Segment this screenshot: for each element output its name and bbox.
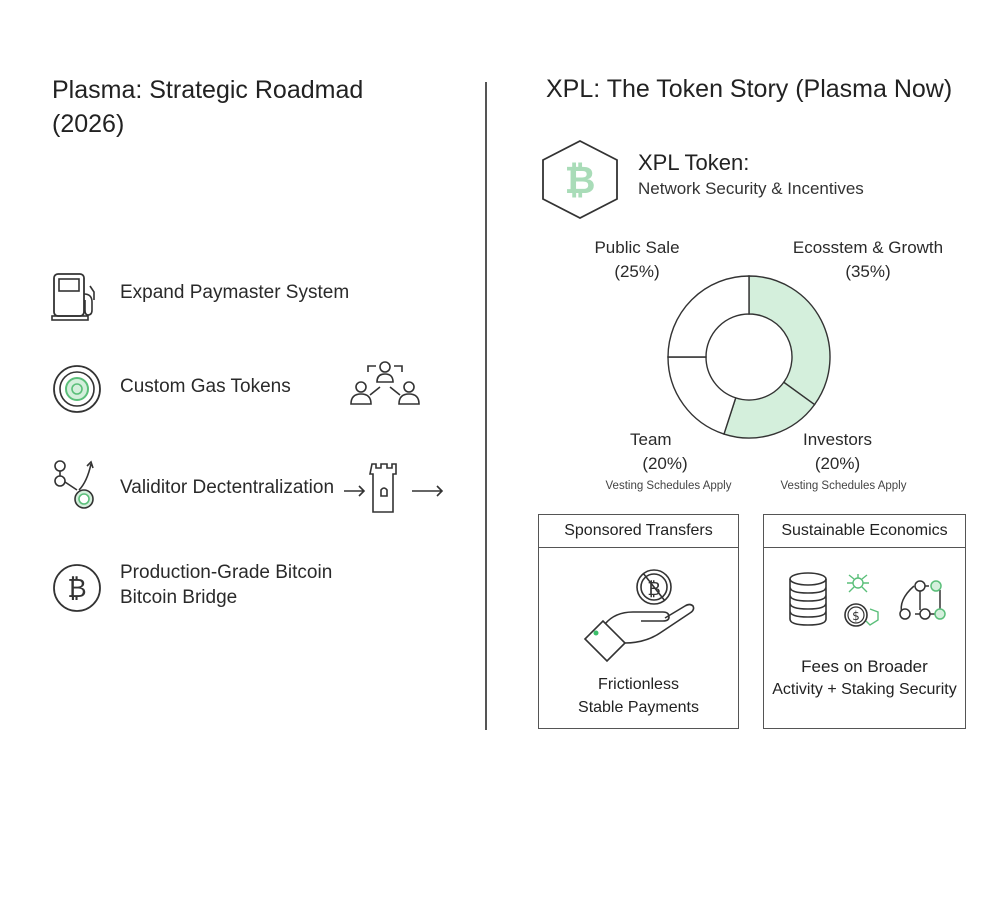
roadmap-title-line2: (2026) xyxy=(52,110,125,138)
sponsored-line2: Stable Payments xyxy=(578,699,699,716)
roadmap-item-validator: Validitor Dectentralization xyxy=(120,477,335,498)
investors-pct: (20%) xyxy=(814,454,861,473)
ecosystem-pct: (35%) xyxy=(845,262,891,281)
donut-slice-team xyxy=(667,356,737,435)
hexagon-bitcoin-icon: ₿ xyxy=(542,139,618,220)
sponsored-transfers-card: Sponsored Transfers ₿ Frictionless Stabl… xyxy=(538,514,739,729)
label-investors: Investors (20%) xyxy=(790,428,885,476)
node-network-icon xyxy=(54,460,94,509)
network-dollar-icon: $ xyxy=(844,574,879,627)
svg-text:₿: ₿ xyxy=(647,579,660,600)
label-public-sale: Public Sale (25%) xyxy=(577,236,697,284)
investors-name: Investors xyxy=(803,430,872,449)
bitcoin-bridge-line2: Bitcoin Bridge xyxy=(120,587,238,608)
sponsored-transfers-text: Frictionless Stable Payments xyxy=(539,673,738,719)
svg-text:₿: ₿ xyxy=(565,158,596,202)
roadmap-item-paymaster: Expand Paymaster System xyxy=(120,282,350,303)
team-pct: (20%) xyxy=(642,454,688,473)
roadmap-title: Plasma: Strategic Roadmad (2026) xyxy=(52,73,363,141)
public-sale-name: Public Sale xyxy=(594,238,680,257)
roadmap-title-line1: Plasma: Strategic Roadmad xyxy=(52,76,364,104)
section-divider xyxy=(485,82,487,730)
hand-no-bitcoin-icon: ₿ xyxy=(583,569,695,663)
vesting-note-investors: Vesting Schedules Apply xyxy=(780,480,907,492)
arrow-tower-arrow-icon xyxy=(344,463,444,513)
sponsored-transfers-header: Sponsored Transfers xyxy=(539,515,738,548)
ecosystem-name: Ecosstem & Growth xyxy=(792,238,944,257)
svg-text:₿: ₿ xyxy=(67,574,86,604)
bitcoin-icon: ₿ xyxy=(53,564,101,612)
people-network-icon xyxy=(350,361,420,405)
token-story-title: XPL: The Token Story (Plasma Now) xyxy=(546,75,953,103)
donut-slice-public-sale xyxy=(667,275,750,358)
target-token-icon xyxy=(53,365,101,413)
bitcoin-bridge-line1: Production-Grade Bitcoin xyxy=(120,562,333,583)
sustainable-economics-card: Sustainable Economics $ Fees on Broader … xyxy=(763,514,966,729)
label-team: Team (20%) xyxy=(610,428,700,476)
team-name: Team xyxy=(630,430,672,449)
public-sale-pct: (25%) xyxy=(614,262,660,281)
fuel-pump-icon xyxy=(51,273,95,321)
vesting-note-team: Vesting Schedules Apply xyxy=(605,480,732,492)
roadmap-item-bitcoin-bridge: Production-Grade Bitcoin Bitcoin Bridge xyxy=(120,560,332,610)
node-graph-icon xyxy=(899,580,946,620)
roadmap-item-gas-tokens: Custom Gas Tokens xyxy=(120,376,291,397)
sustainable-economics-text: Fees on Broader Activity + Staking Secur… xyxy=(764,655,965,701)
coin-stack-icon xyxy=(789,572,827,626)
svg-text:$: $ xyxy=(852,609,860,623)
allocation-donut-chart xyxy=(667,275,831,439)
donut-slice-ecosstem-growth xyxy=(748,275,831,406)
economics-line2: Activity + Staking Security xyxy=(772,681,957,698)
sustainable-economics-header: Sustainable Economics xyxy=(764,515,965,548)
economics-line1: Fees on Broader xyxy=(801,657,928,676)
token-subtitle: Network Security & Incentives xyxy=(638,179,864,198)
label-ecosystem: Ecosstem & Growth (35%) xyxy=(778,236,958,284)
sponsored-line1: Frictionless xyxy=(598,676,679,693)
token-title: XPL Token: xyxy=(638,150,750,175)
